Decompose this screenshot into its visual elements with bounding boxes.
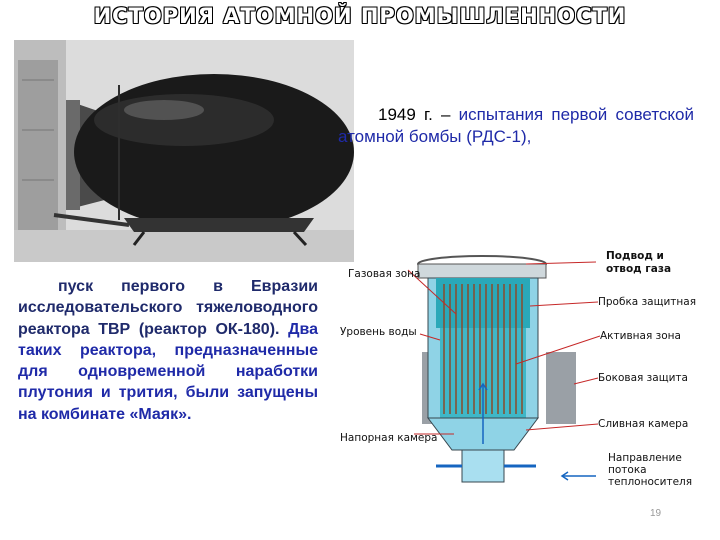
reactor-diagram: Газовая зона Уровень воды Напорная камер… [336,244,708,494]
bomb-photo [14,40,354,262]
label-gas-supply-1: Подвод и [606,250,664,262]
label-flow-direction-2: потока [608,464,647,476]
bomb-test-paragraph: 1949 г. – испытания первой советской ато… [338,104,694,148]
reactor-paragraph: пуск первого в Евразии исследовательског… [18,276,318,425]
label-water-level: Уровень воды [340,326,417,338]
label-gas-supply-2: отвод газа [606,263,672,275]
label-active-zone: Активная зона [600,330,681,342]
reactor-lead: пуск первого в Евразии исследовательског… [18,278,318,338]
bomb-text: испытания первой советской атомной бомбы… [338,105,694,146]
bomb-dash: – [441,105,451,124]
label-flow-direction-1: Направление [608,452,682,464]
page-number: 19 [650,508,662,519]
label-gas-zone: Газовая зона [348,268,421,280]
page-title: ИСТОРИЯ АТОМНОЙ ПРОМЫШЛЕННОСТИ [93,4,627,28]
reactor-tail: Два таких реактора, предназначенные для … [18,320,318,423]
label-drain-chamber: Сливная камера [598,418,689,430]
bomb-year: 1949 г. [378,105,433,124]
label-pressure-chamber: Напорная камера [340,432,438,444]
label-side-shield: Боковая защита [598,372,688,384]
label-protective-plug: Пробка защитная [598,296,697,308]
label-flow-direction-3: теплоносителя [608,476,693,488]
reactor-drawing [407,255,601,483]
